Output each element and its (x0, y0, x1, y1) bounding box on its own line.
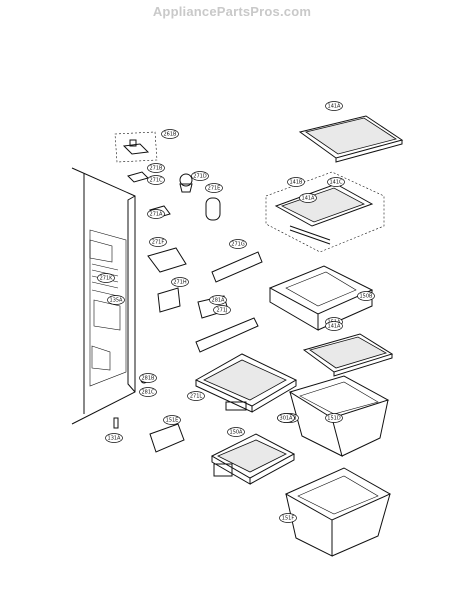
callout-text: 150A (230, 430, 244, 436)
callout-bubble (213, 305, 231, 315)
callout-271k: 271K (97, 273, 115, 283)
callout-bubble (107, 295, 125, 305)
callout-bubble (97, 273, 115, 283)
callout-text: 131A (108, 436, 122, 442)
callout-text: 271A (150, 212, 164, 218)
callout-281b: 281B (139, 373, 157, 383)
callout-bubble (327, 177, 345, 187)
glass-shelf-top (298, 115, 404, 163)
callout-bubble (325, 101, 343, 111)
callout-text: 141A (302, 196, 316, 202)
callout-271j: 271J (213, 305, 231, 315)
callout-271g: 271G (229, 239, 247, 249)
callout-text: 141B (290, 180, 304, 186)
callout-271d: 271D (191, 171, 209, 181)
glass-shelf-middle (302, 333, 394, 377)
callout-text: 281B (142, 376, 156, 382)
callout-labels: 141A141B141A141C150B151A151B141A151C151D… (97, 101, 375, 523)
callout-bubble (325, 321, 343, 331)
callout-text: 271J (216, 308, 227, 314)
callout-261b: 261B (161, 129, 179, 139)
callout-271c: 271C (147, 175, 165, 185)
callout-141a-mid: 141A (299, 193, 317, 203)
callout-text: 271G (231, 242, 245, 248)
callout-bubble (277, 413, 295, 423)
callout-bubble (191, 171, 209, 181)
callout-text: 301A (280, 416, 294, 422)
callout-150b: 150B (357, 291, 375, 301)
callout-131a: 131A (105, 433, 123, 443)
callout-141b: 141B (287, 177, 305, 187)
callout-bubble (229, 239, 247, 249)
callout-text: 271B (150, 166, 164, 172)
callout-150a: 150A (227, 427, 245, 437)
callout-text: 141A (328, 104, 342, 110)
callout-151d: 151D (325, 413, 343, 423)
callout-141a-top: 141A (325, 101, 343, 111)
callout-bubble (105, 433, 123, 443)
callout-text: 271F (152, 240, 165, 246)
callout-271h: 271H (171, 277, 189, 287)
callout-271a: 271A (147, 209, 165, 219)
glass-shelf-lower (210, 433, 296, 485)
callout-text: 281C (141, 390, 155, 396)
snack-drawer (268, 265, 374, 331)
callout-bubble (357, 291, 375, 301)
callout-bubble (161, 129, 179, 139)
callout-141c: 141C (327, 177, 345, 187)
crisper-drawer (288, 375, 390, 457)
callout-271b: 271B (147, 163, 165, 173)
callout-text: 135A (110, 298, 124, 304)
callout-bubble (205, 183, 223, 193)
callout-141a-crisper: 141A (325, 321, 343, 331)
callout-text: 271H (173, 280, 187, 286)
callout-151e: 151E (163, 415, 181, 425)
callout-bubble (287, 177, 305, 187)
callout-bubble (139, 387, 157, 397)
callout-bubble (325, 413, 343, 423)
callout-bubble (147, 209, 165, 219)
bottom-crisper-drawer (284, 467, 392, 557)
callout-text: 281A (212, 298, 226, 304)
callout-271l: 271L (187, 391, 205, 401)
callout-bubble (187, 391, 205, 401)
callout-text: 141A (328, 324, 342, 330)
callout-281c: 281C (139, 387, 157, 397)
rail-parts (147, 247, 263, 353)
callout-135a: 135A (107, 295, 125, 305)
callout-bubble (163, 415, 181, 425)
callout-bubble (227, 427, 245, 437)
callout-text: 141C (329, 180, 343, 186)
callout-bubble (171, 277, 189, 287)
callout-text: 271E (208, 186, 221, 192)
callout-bubble (147, 175, 165, 185)
large-shelf-frame (194, 353, 298, 413)
callout-bubble (299, 193, 317, 203)
callout-text: 271D (193, 174, 207, 180)
callout-151f: 151F (279, 513, 297, 523)
callout-text: 151E (166, 418, 179, 424)
fridge-cabinet (71, 167, 136, 425)
shelf-assembly-dashed (265, 171, 385, 253)
callout-271e: 271E (205, 183, 223, 193)
callout-281a: 281A (209, 295, 227, 305)
callout-bubble (147, 163, 165, 173)
callout-text: 271K (100, 276, 114, 282)
watermark: AppliancePartsPros.com (152, 4, 312, 19)
callout-301a: 301A (277, 413, 295, 423)
callout-text: 261B (164, 132, 178, 138)
callout-text: 271C (149, 178, 163, 184)
callout-text: 151D (327, 416, 341, 422)
callout-271f: 271F (149, 237, 167, 247)
callout-bubble (149, 237, 167, 247)
callout-text: 151F (282, 516, 295, 522)
callout-bubble (139, 373, 157, 383)
callout-text: 271L (190, 394, 203, 400)
callout-bubble (209, 295, 227, 305)
callout-text: 150B (360, 294, 374, 300)
callout-bubble (279, 513, 297, 523)
